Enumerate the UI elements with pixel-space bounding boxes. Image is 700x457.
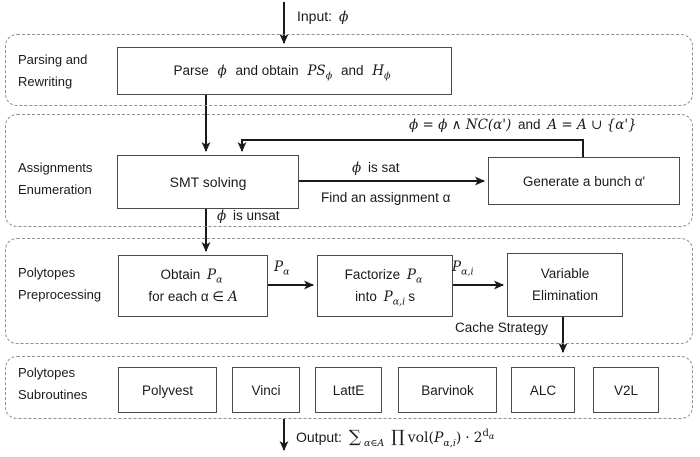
feedback-formula-left: ϕ = ϕ ∧ NC(α'): [409, 117, 512, 133]
find-assignment-label: Find an assignment α: [321, 190, 451, 205]
parse-box-text: and: [340, 63, 364, 78]
section-parsing-rewriting-label: Parsing and Rewriting: [18, 49, 87, 93]
section-polytopes-subroutines: [5, 356, 693, 419]
section-label-line: Assignments: [18, 160, 93, 175]
variable-elimination-box: Variable Elimination: [507, 253, 623, 317]
p-alpha-edge-label: Pα: [274, 259, 290, 278]
is-sat-text: is sat: [367, 160, 400, 175]
is-unsat-text: is unsat: [232, 208, 280, 223]
output-label: Output: ∑α∈A ∏vol(Pα,i) · 2dα: [296, 427, 495, 449]
p-alpha-i-edge-label: Pα,i: [452, 259, 474, 278]
p-alpha-symbol: Pα: [207, 267, 223, 286]
input-word: Input:: [297, 8, 333, 24]
generate-bunch-box: Generate a bunch α': [488, 157, 680, 205]
subroutine-box-barvinok: Barvinok: [398, 367, 497, 413]
section-polytopes-preprocessing: [5, 238, 693, 344]
feedback-formula-label: ϕ = ϕ ∧ NC(α') and A = A ∪ {α'}: [409, 117, 637, 133]
feedback-formula-right: A = A ∪ {α'}: [547, 117, 637, 133]
phi-is-unsat-label: ϕ is unsat: [217, 208, 283, 224]
section-label-line: Enumeration: [18, 182, 92, 197]
p-alpha-i-symbol: Pα,i: [383, 289, 406, 308]
phi-symbol: ϕ: [217, 208, 227, 224]
sum-symbol: ∑: [348, 427, 361, 447]
parse-box-text: Parse: [173, 63, 209, 78]
section-parsing-rewriting: [5, 34, 693, 106]
ps-phi-symbol: PSϕ: [307, 63, 333, 82]
obtain-polytopes-box: Obtain Pα for each α ∈ A: [118, 255, 268, 317]
parse-box: Parse ϕ and obtain PSϕ and Hϕ: [117, 47, 452, 95]
section-polytopes-preprocessing-label: Polytopes Preprocessing: [18, 262, 101, 306]
generate-bunch-label: Generate a bunch α': [522, 173, 646, 189]
subroutine-box-alc: ALC: [511, 367, 575, 413]
script-a-symbol: A: [227, 289, 238, 305]
smt-solving-label: SMT solving: [169, 174, 247, 190]
section-label-line: Parsing and: [18, 52, 88, 67]
section-assignments-enumeration: [5, 114, 693, 227]
parse-box-text: and obtain: [235, 63, 299, 78]
section-label-line: Rewriting: [18, 74, 73, 89]
product-symbol: ∏: [391, 427, 405, 447]
vol-text: vol(: [407, 430, 434, 446]
subroutine-box-vinci: Vinci: [232, 367, 300, 413]
output-word: Output:: [296, 429, 342, 445]
smt-solving-box: SMT solving: [117, 155, 299, 209]
input-phi-symbol: ϕ: [338, 9, 349, 25]
section-assignments-enumeration-label: Assignments Enumeration: [18, 157, 92, 201]
phi-is-sat-label: ϕ is sat: [352, 160, 402, 176]
h-phi-symbol: Hϕ: [372, 63, 391, 82]
p-alpha-symbol: Pα: [406, 267, 423, 286]
phi-symbol: ϕ: [217, 63, 227, 79]
section-label-line: Polytopes: [18, 265, 76, 280]
section-label-line: Preprocessing: [18, 287, 102, 302]
exponent: dα: [482, 428, 495, 442]
phi-symbol: ϕ: [352, 160, 362, 176]
section-polytopes-subroutines-label: Polytopes Subroutines: [18, 362, 87, 406]
cdot-symbol: ·: [465, 430, 470, 446]
cache-strategy-label: Cache Strategy: [455, 320, 549, 335]
subroutine-box-v2l: V2L: [593, 367, 659, 413]
subroutine-box-polyvest: Polyvest: [118, 367, 217, 413]
input-label: Input: ϕ: [297, 8, 351, 25]
section-label-line: Subroutines: [18, 387, 88, 402]
section-label-line: Polytopes: [18, 365, 76, 380]
subroutine-box-latte: LattE: [315, 367, 382, 413]
feedback-formula-and: and: [518, 117, 541, 132]
